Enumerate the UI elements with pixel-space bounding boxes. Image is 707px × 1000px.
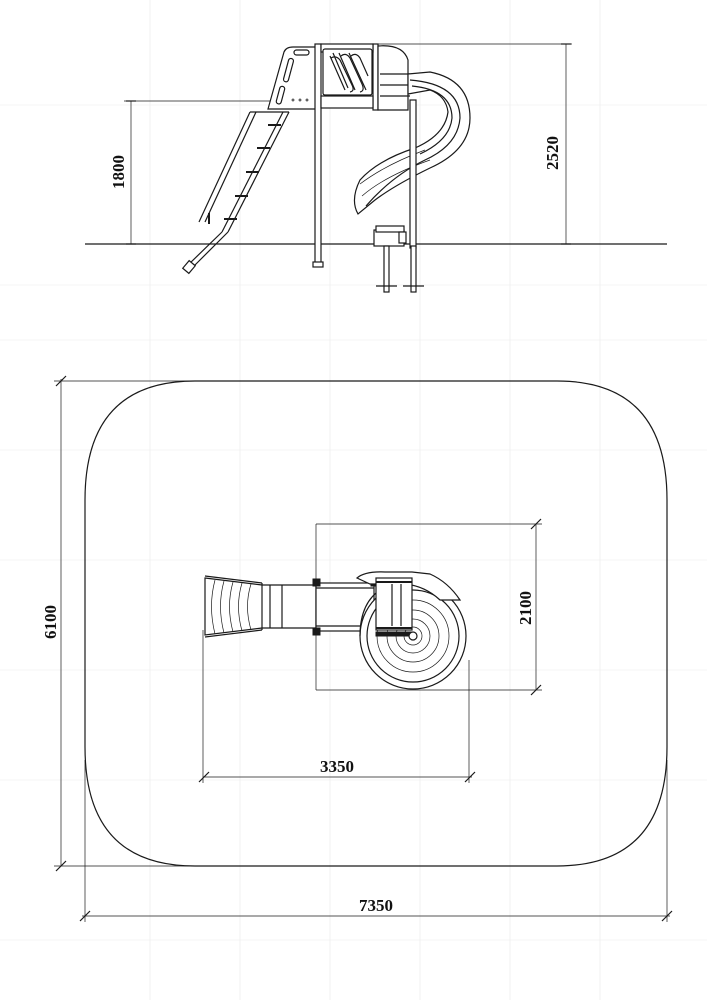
dimension-equipment-length: 3350 [198,630,476,783]
dimension-area-length: 7350 [79,760,673,922]
dimension-label-1800: 1800 [109,155,128,189]
spiral-slide-side [353,71,471,293]
side-elevation-view: 1800 2520 [85,43,667,293]
dimension-label-2520: 2520 [543,136,562,170]
dimension-label-2100: 2100 [516,591,535,625]
plan-view: 6100 7350 3350 2100 [41,375,673,922]
dimension-label-3350: 3350 [320,757,354,776]
dimension-platform-height: 1800 [109,100,312,245]
dimension-area-depth: 6100 [41,375,200,872]
wave-panel [322,48,373,96]
ladder [181,111,290,275]
spiral-slide-plan [355,571,467,690]
dimension-equipment-depth: 2100 [315,518,542,696]
slide-hood [377,45,410,111]
dimension-label-7350: 7350 [359,896,393,915]
side-panel [267,46,319,110]
dimension-label-6100: 6100 [41,605,60,639]
safety-area-outline [84,380,668,867]
climber-plan [204,575,317,638]
